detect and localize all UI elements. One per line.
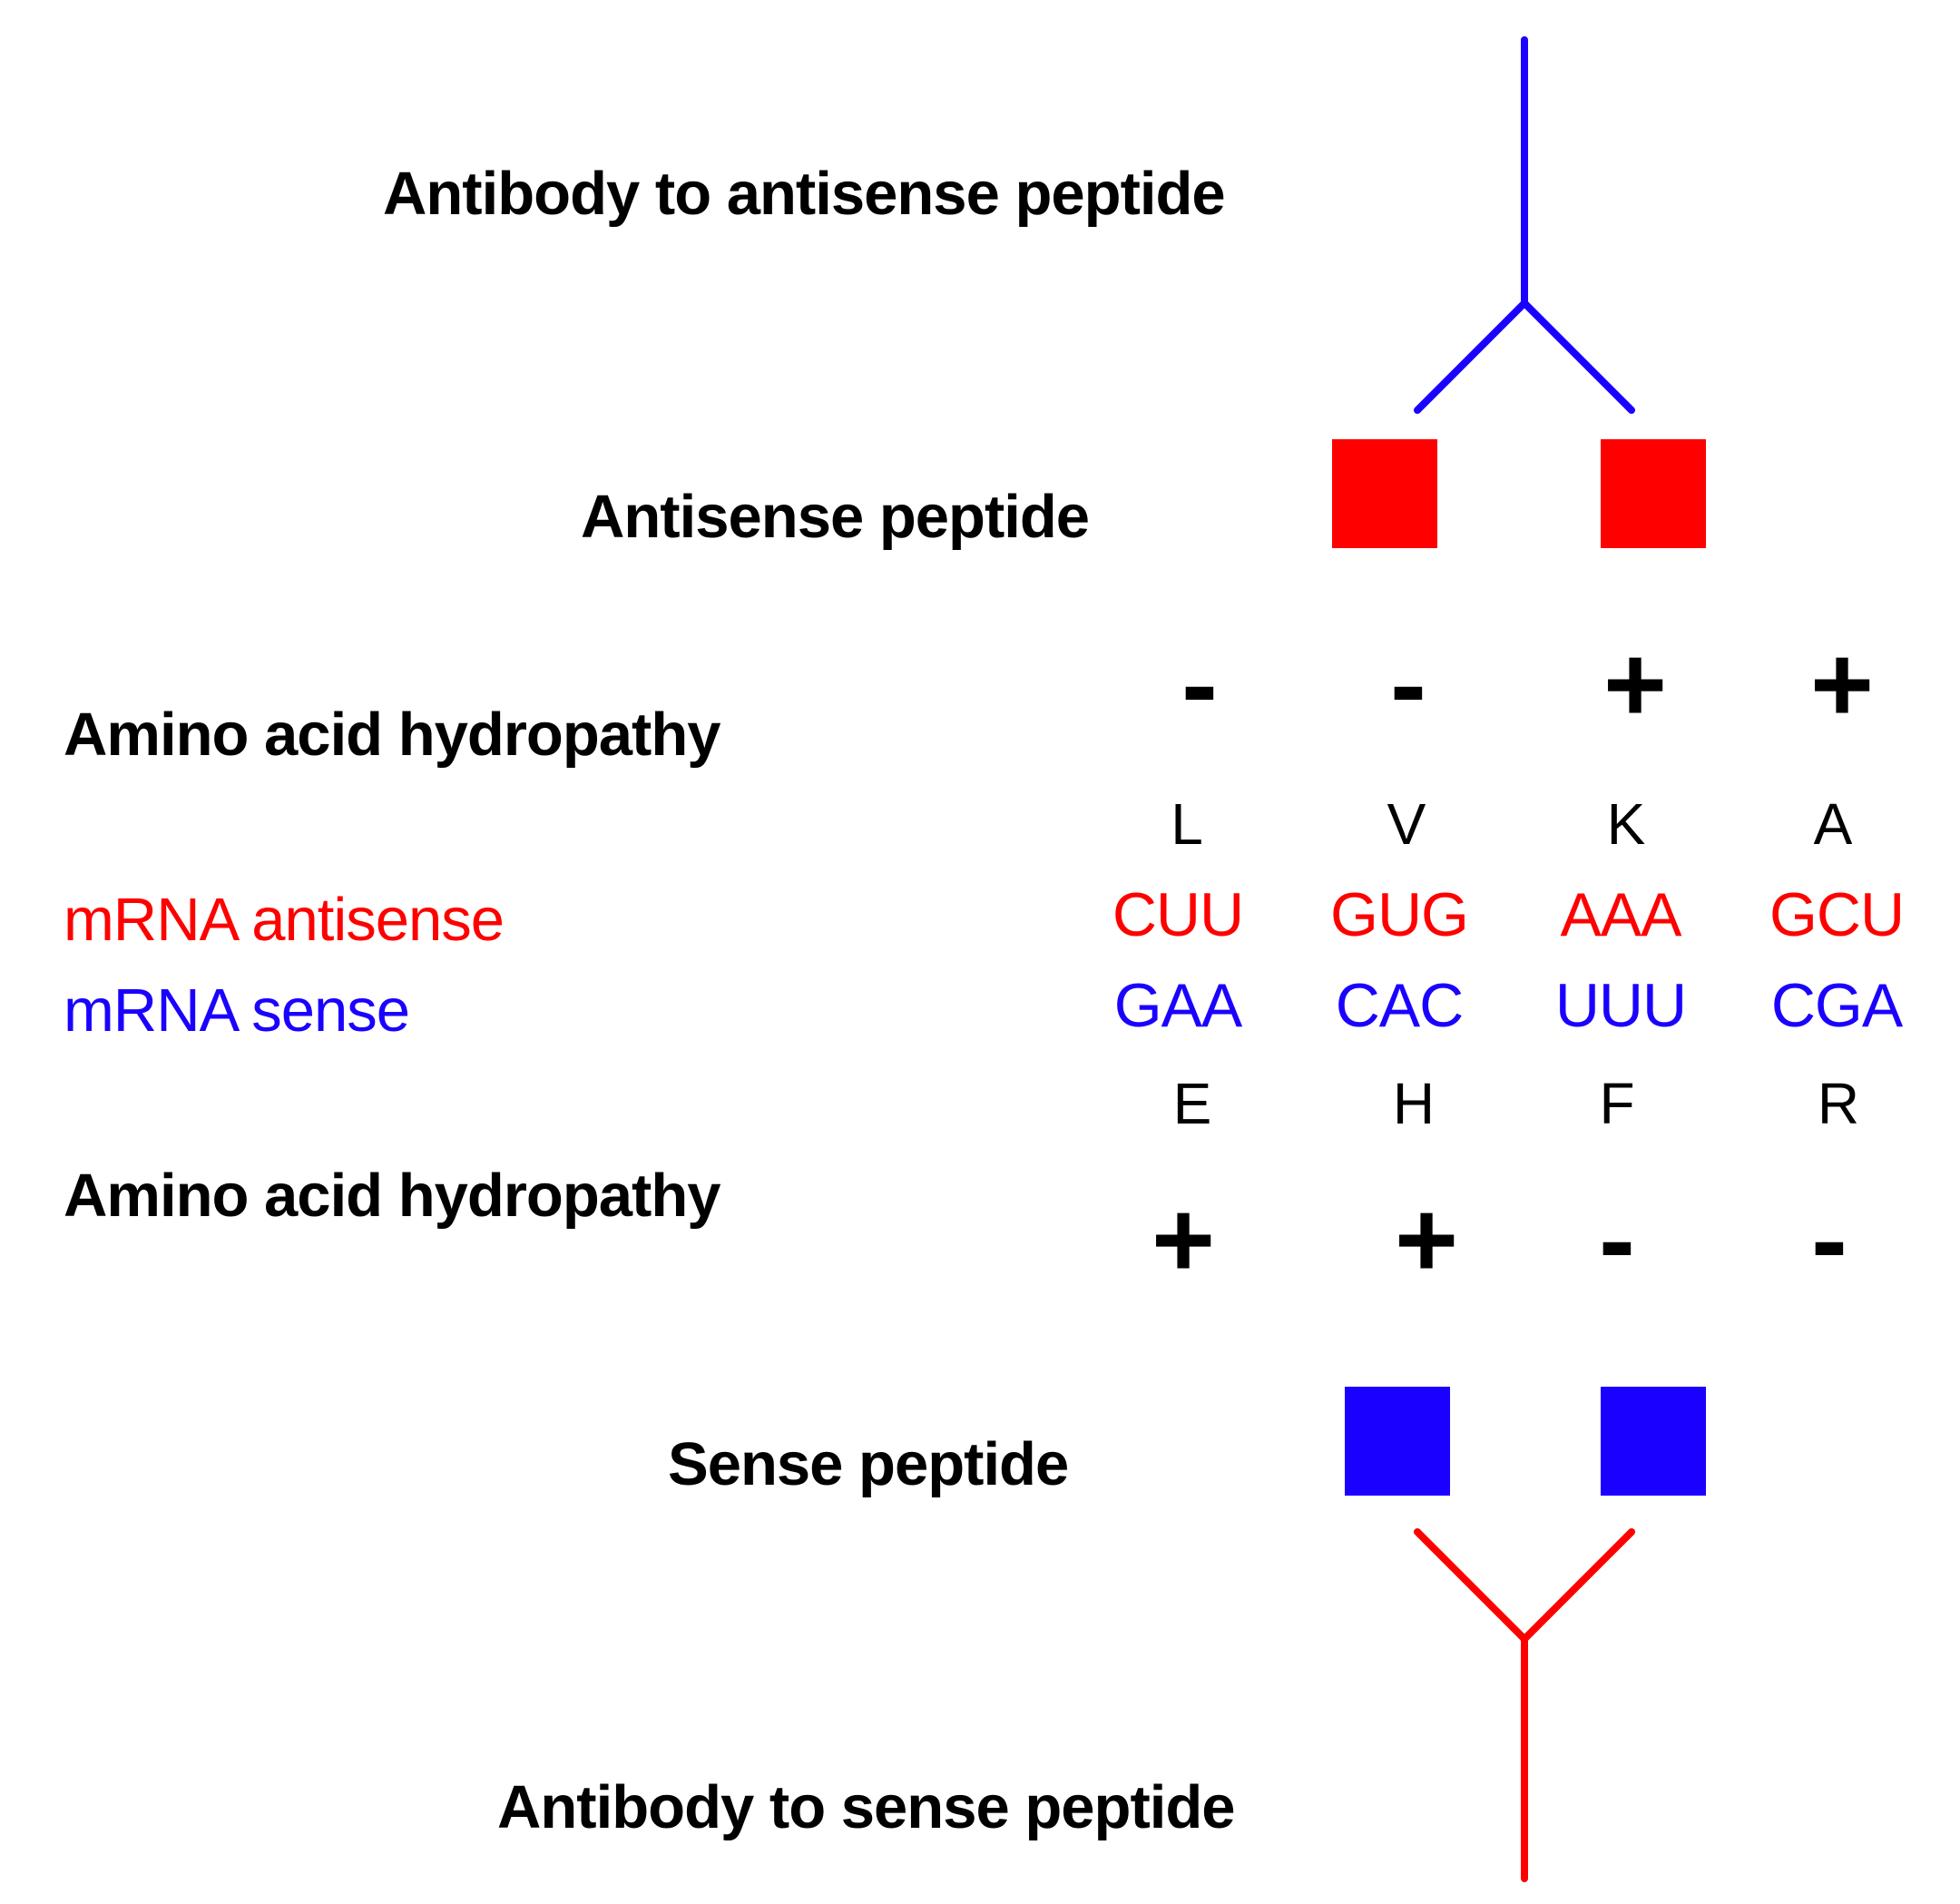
hydropathy-top-sign: + [1809, 623, 1875, 745]
hydropathy-top-sign: - [1390, 623, 1426, 745]
codon-sense: GAA [1113, 971, 1243, 1040]
label-antisense-peptide: Antisense peptide [581, 483, 1090, 551]
codon-sense: CGA [1770, 971, 1903, 1040]
hydropathy-top-sign: - [1181, 623, 1218, 745]
codon-antisense: CUU [1112, 880, 1244, 949]
label-antibody-to-antisense: Antibody to antisense peptide [383, 160, 1226, 228]
hydropathy-bottom-sign: - [1811, 1179, 1847, 1300]
amino-acid-bottom: H [1392, 1071, 1436, 1136]
amino-acid-bottom: F [1599, 1071, 1635, 1136]
codon-sense: CAC [1335, 971, 1465, 1040]
label-sense-peptide: Sense peptide [668, 1430, 1069, 1498]
antibody-to-sense-icon [1414, 1528, 1635, 1882]
codon-antisense: GUG [1330, 880, 1469, 949]
label-mrna-sense: mRNA sense [64, 977, 410, 1045]
label-hydropathy-top: Amino acid hydropathy [64, 701, 721, 769]
sense-peptide-square-1 [1345, 1387, 1450, 1496]
amino-acid-top: L [1171, 791, 1203, 857]
amino-acid-bottom: R [1817, 1071, 1860, 1136]
codon-sense: UUU [1554, 971, 1687, 1040]
antisense-peptide-square-1 [1332, 439, 1437, 548]
label-antibody-to-sense: Antibody to sense peptide [497, 1773, 1236, 1841]
amino-acid-top: V [1387, 791, 1426, 857]
label-hydropathy-bottom: Amino acid hydropathy [64, 1162, 721, 1230]
hydropathy-top-sign: + [1602, 623, 1668, 745]
hydropathy-bottom-sign: - [1599, 1179, 1635, 1300]
label-mrna-antisense: mRNA antisense [64, 886, 505, 954]
amino-acid-top: K [1606, 791, 1646, 857]
codon-antisense: AAA [1560, 880, 1681, 949]
hydropathy-bottom-sign: + [1151, 1179, 1216, 1300]
hydropathy-bottom-sign: + [1394, 1179, 1459, 1300]
codon-antisense: GCU [1769, 880, 1905, 949]
amino-acid-top: A [1813, 791, 1853, 857]
sense-peptide-square-2 [1601, 1387, 1706, 1496]
antibody-to-antisense-icon [1414, 36, 1635, 414]
antisense-peptide-square-2 [1601, 439, 1706, 548]
amino-acid-bottom: E [1172, 1071, 1212, 1136]
